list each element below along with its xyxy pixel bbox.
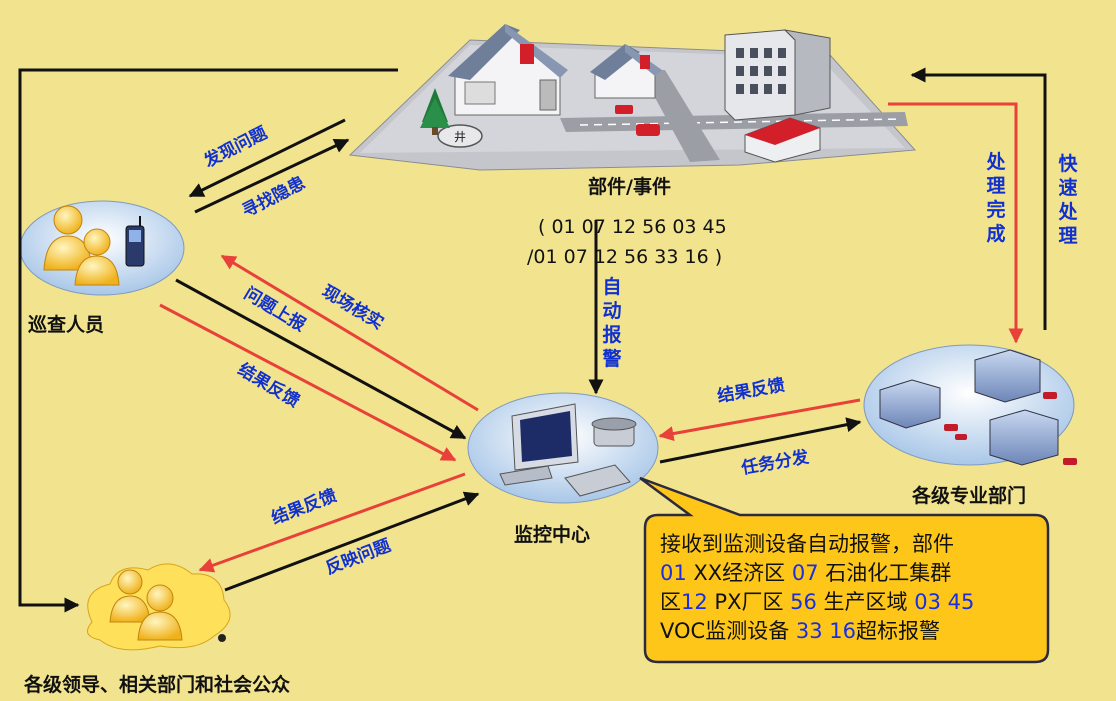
patrol-personnel-illustration bbox=[19, 200, 185, 296]
callout-l1-text: 接收到监测设备自动报警，部件 bbox=[660, 532, 954, 556]
monitor-center-illustration bbox=[467, 392, 659, 504]
callout-factory-code: 12 bbox=[681, 590, 708, 614]
label-report-problem: 问题上报 bbox=[240, 283, 309, 336]
callout-alarm-text: 超标报警 bbox=[856, 619, 940, 643]
label-quick-process: 快速处理 bbox=[1058, 153, 1078, 247]
label-find-problem: 发现问题 bbox=[200, 122, 272, 172]
departments-illustration bbox=[863, 344, 1077, 466]
arrow-processing-done bbox=[888, 102, 1024, 344]
manhole-label: 井 bbox=[454, 130, 466, 144]
label-processing-done: 处理完成 bbox=[986, 151, 1006, 245]
callout-alarm-code: 33 16 bbox=[795, 619, 856, 643]
callout-device-name: VOC监测设备 bbox=[660, 619, 796, 643]
arrow-report-problem bbox=[175, 278, 467, 440]
callout-line-1: 接收到监测设备自动报警，部件 bbox=[660, 530, 1045, 559]
callout-factory-name: PX厂区 bbox=[707, 590, 791, 614]
callout-zone-name: XX经济区 bbox=[686, 561, 792, 585]
arrow-onsite-verify bbox=[220, 254, 479, 412]
arrow-feedback-patrol bbox=[159, 303, 457, 462]
alarm-callout-bubble bbox=[639, 476, 1050, 664]
arrow-quick-process bbox=[910, 67, 1047, 330]
arrow-task-dispatch bbox=[659, 417, 862, 464]
arrow-event-to-public-loop bbox=[18, 68, 398, 613]
callout-area-suffix: 区 bbox=[660, 590, 681, 614]
label-feedback-patrol: 结果反馈 bbox=[234, 359, 303, 412]
arrows bbox=[18, 67, 1047, 613]
label-onsite-verify: 现场核实 bbox=[318, 281, 387, 334]
label-feedback-dept: 结果反馈 bbox=[716, 374, 787, 406]
callout-device-code: 03 45 bbox=[914, 590, 975, 614]
callout-cluster-name: 石油化工集群 bbox=[818, 561, 952, 585]
callout-cluster-code: 07 bbox=[791, 561, 819, 585]
arrow-feedback-public bbox=[198, 472, 466, 573]
label-reflect-problem: 反映问题 bbox=[323, 535, 395, 579]
label-find-hazard: 寻找隐患 bbox=[238, 172, 308, 222]
callout-line-4: VOC监测设备 33 16超标报警 bbox=[660, 617, 1045, 646]
label-task-dispatch: 任务分发 bbox=[739, 446, 812, 479]
arrow-find-hazard bbox=[194, 138, 350, 214]
node-event-title: 部件/事件 bbox=[588, 176, 671, 198]
town-scene-illustration bbox=[348, 24, 917, 171]
arrow-feedback-dept bbox=[658, 398, 861, 441]
public-illustration bbox=[87, 563, 231, 651]
node-public-title: 各级领导、相关部门和社会公众 bbox=[24, 674, 291, 696]
node-monitor-title: 监控中心 bbox=[514, 524, 591, 546]
label-auto-alarm: 自动报警 bbox=[602, 276, 622, 370]
event-code-line-2: /01 07 12 56 33 16 ) bbox=[527, 246, 723, 268]
callout-region-name: 生产区域 bbox=[816, 590, 915, 614]
node-departments-title: 各级专业部门 bbox=[912, 485, 1027, 507]
event-code-line-1: ( 01 07 12 56 03 45 bbox=[538, 216, 727, 238]
callout-line-2: 01 XX经济区 07 石油化工集群 bbox=[660, 559, 1045, 588]
node-patrol-title: 巡查人员 bbox=[28, 314, 105, 336]
callout-part-code: 01 bbox=[660, 561, 687, 585]
arrow-find-problem bbox=[188, 118, 346, 198]
callout-region-code: 56 bbox=[790, 590, 817, 614]
arrow-reflect-problem bbox=[224, 491, 480, 592]
alarm-callout-text: 接收到监测设备自动报警，部件 01 XX经济区 07 石油化工集群 区12 PX… bbox=[660, 530, 1045, 646]
callout-line-3: 区12 PX厂区 56 生产区域 03 45 bbox=[660, 588, 1045, 617]
